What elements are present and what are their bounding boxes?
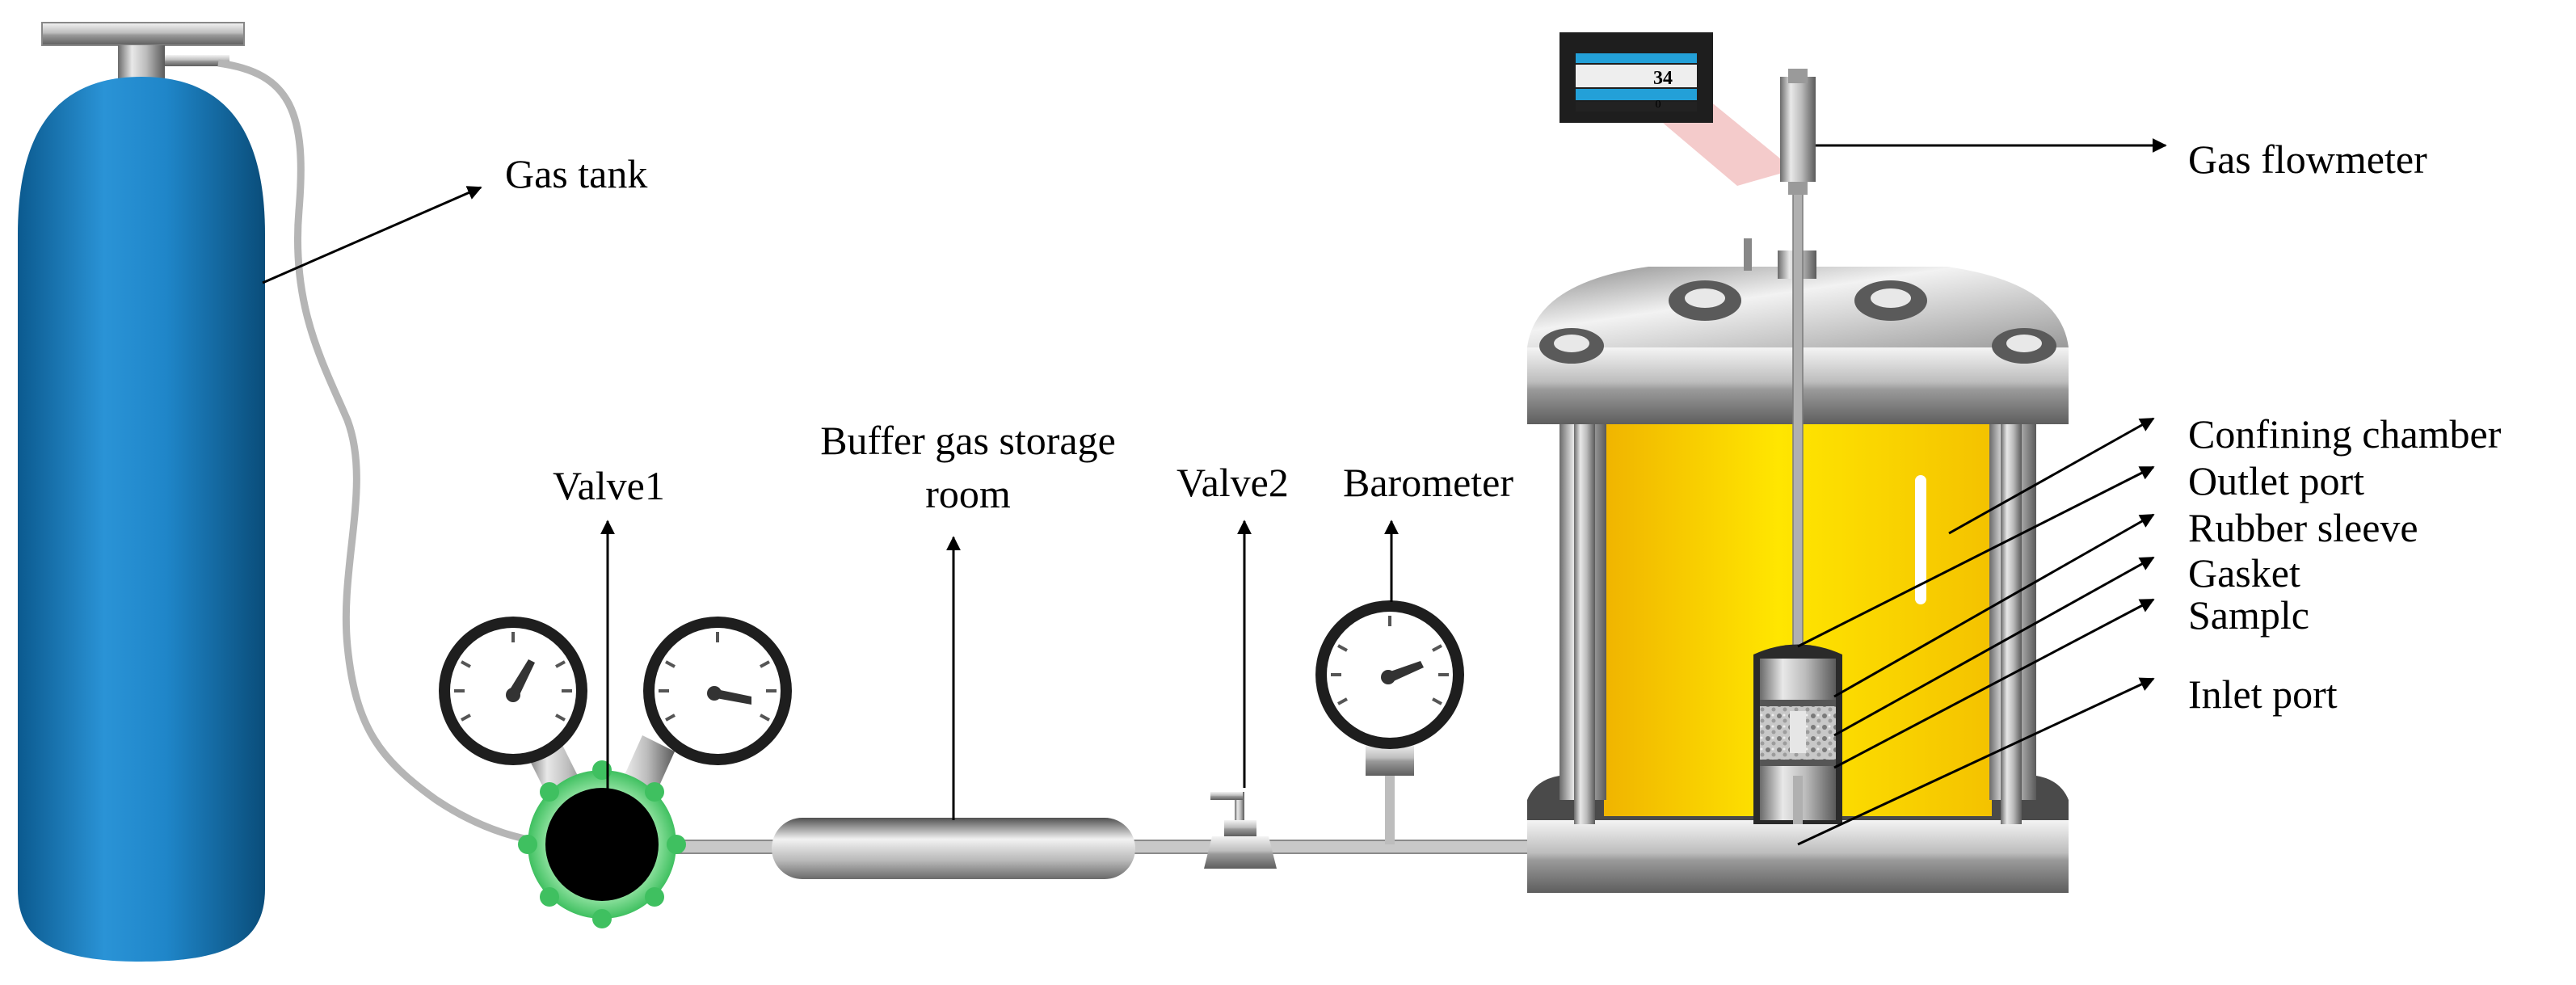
regulator-knob: [518, 760, 686, 928]
pressure-gauge-left: [439, 617, 587, 765]
label-buffer-line1: Buffer gas storage: [820, 418, 1116, 463]
label-barometer: Barometer: [1343, 460, 1513, 505]
label-sample: Samplc: [2188, 592, 2309, 638]
label-gas-tank: Gas tank: [505, 151, 647, 196]
label-outlet-port: Outlet port: [2188, 458, 2364, 503]
gas-flowmeter: 34 0: [1559, 32, 1816, 195]
label-confining-chamber: Confining chamber: [2188, 411, 2502, 457]
flowmeter-reading: 34: [1653, 68, 1673, 89]
flowmeter-subreading: 0: [1656, 99, 1661, 111]
gas-hose: [217, 59, 558, 848]
label-rubber-sleeve: Rubber sleeve: [2188, 505, 2418, 550]
buffer-gas-storage-vessel: [772, 818, 1135, 879]
regulator-valve1: [439, 617, 792, 928]
label-valve2: Valve2: [1176, 460, 1289, 505]
valve2: [1204, 792, 1277, 869]
label-valve1: Valve1: [553, 463, 665, 508]
confining-chamber: [1527, 96, 2069, 893]
label-inlet-port: Inlet port: [2188, 671, 2338, 717]
label-gasket: Gasket: [2188, 550, 2300, 596]
label-buffer-line2: room: [925, 471, 1011, 516]
leader-lines: [262, 138, 2167, 846]
label-gas-flowmeter: Gas flowmeter: [2188, 137, 2427, 182]
gas-tank: [18, 22, 265, 962]
pressure-gauge-right: [643, 617, 792, 765]
barometer: [1315, 600, 1464, 844]
